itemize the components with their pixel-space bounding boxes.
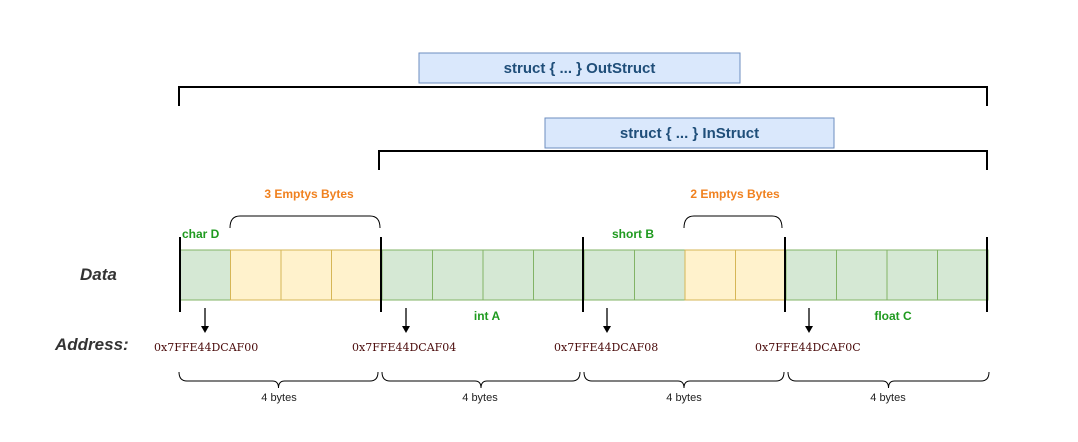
byte-group-braces (178, 371, 990, 389)
padding-byte-cell (230, 249, 282, 301)
field-label-short-b: short B (612, 227, 654, 241)
byte-cells (179, 249, 989, 301)
down-arrow-head-icon (603, 326, 611, 333)
outstruct-bracket (178, 86, 988, 106)
instruct-title-box (544, 117, 835, 149)
data-byte-cell (886, 249, 938, 301)
padding-brace-3-bytes (229, 215, 381, 229)
padding-label-3-bytes: 3 Emptys Bytes (264, 187, 354, 201)
address-1: 0x7FFE44DCAF04 (352, 341, 456, 354)
data-byte-cell (583, 249, 635, 301)
data-byte-cell (482, 249, 534, 301)
byte-group-brace (787, 371, 990, 389)
address-2: 0x7FFE44DCAF08 (554, 341, 658, 354)
address-0: 0x7FFE44DCAF00 (154, 341, 258, 354)
padding-byte-cell (280, 249, 332, 301)
address-arrows (201, 308, 813, 333)
word-separators (179, 237, 988, 312)
data-row-label: Data (80, 265, 117, 284)
address-3: 0x7FFE44DCAF0C (755, 341, 861, 354)
down-arrow-head-icon (402, 326, 410, 333)
padding-label-2-bytes: 2 Emptys Bytes (690, 187, 780, 201)
field-label-float-c: float C (874, 309, 912, 323)
outstruct-title: struct { ... } OutStruct (504, 60, 656, 77)
down-arrow-head-icon (201, 326, 209, 333)
byte-group-brace (381, 371, 581, 389)
down-arrow-head-icon (805, 326, 813, 333)
field-label-int-a: int A (474, 309, 501, 323)
data-byte-cell (179, 249, 231, 301)
instruct-title: struct { ... } InStruct (620, 125, 759, 142)
outstruct-title-box (418, 52, 741, 84)
data-byte-cell (432, 249, 484, 301)
byte-group-brace (178, 371, 379, 389)
address-row-label: Address: (54, 335, 129, 354)
data-byte-cell (381, 249, 433, 301)
byte-group-label-3: 4 bytes (870, 392, 906, 404)
padding-brace-2-bytes (683, 215, 783, 229)
padding-byte-cell (735, 249, 787, 301)
data-byte-cell (836, 249, 888, 301)
data-byte-cell (785, 249, 837, 301)
data-byte-cell (533, 249, 585, 301)
padding-byte-cell (684, 249, 736, 301)
padding-byte-cell (331, 249, 383, 301)
data-byte-cell (634, 249, 686, 301)
data-byte-cell (937, 249, 989, 301)
field-label-char-d: char D (182, 227, 220, 241)
byte-group-label-1: 4 bytes (462, 392, 498, 404)
instruct-bracket (378, 150, 988, 170)
byte-group-label-0: 4 bytes (261, 392, 297, 404)
byte-group-label-2: 4 bytes (666, 392, 702, 404)
byte-group-brace (583, 371, 785, 389)
